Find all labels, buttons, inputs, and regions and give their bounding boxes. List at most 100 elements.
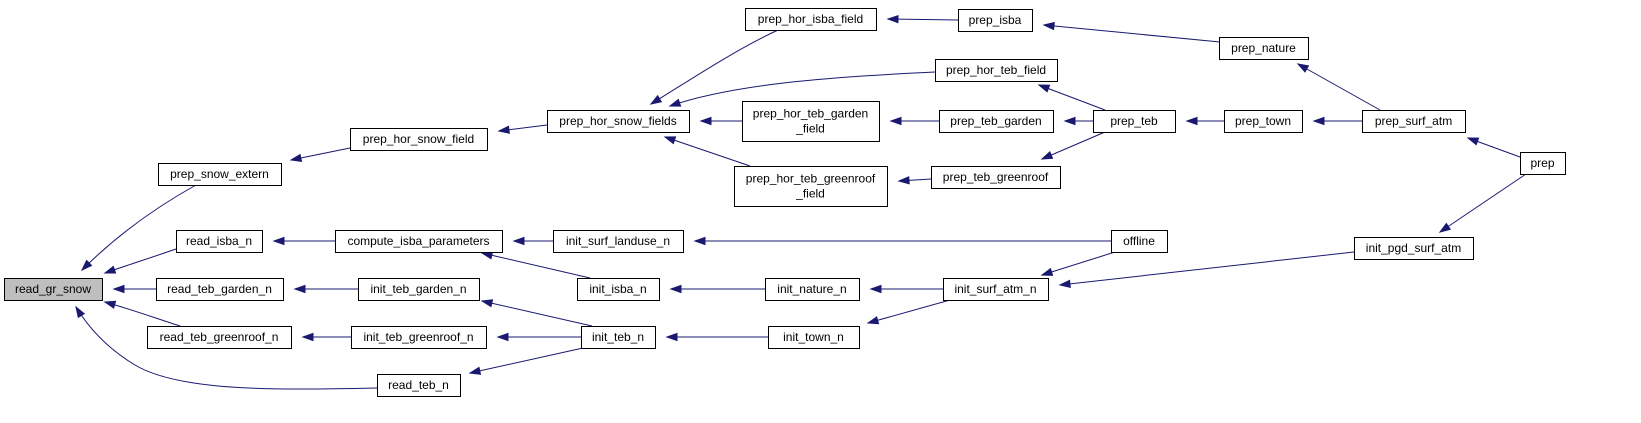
edge-line	[664, 136, 751, 167]
node-box[interactable]	[742, 101, 880, 142]
node-init_nature_n[interactable]: init_nature_n	[765, 278, 860, 301]
node-init_teb_garden_n[interactable]: init_teb_garden_n	[358, 278, 480, 301]
node-prep_hor_snow_fields[interactable]: prep_hor_snow_fields	[547, 110, 690, 133]
node-box[interactable]	[156, 278, 284, 301]
edge-offline-to-init_surf_landuse_n	[693, 236, 1111, 246]
node-prep_hor_isba_field[interactable]: prep_hor_isba_field	[745, 8, 877, 31]
node-prep_hor_snow_field[interactable]: prep_hor_snow_field	[350, 128, 488, 151]
node-label: init_pgd_surf_atm	[1366, 241, 1461, 255]
node-label: init_isba_n	[589, 282, 646, 296]
node-label: prep_teb_garden	[950, 114, 1041, 128]
node-prep_surf_atm[interactable]: prep_surf_atm	[1362, 110, 1466, 133]
edge-line	[75, 306, 378, 390]
edge-prep_snow_extern-to-read_gr_snow	[80, 184, 197, 272]
node-prep_town[interactable]: prep_town	[1224, 110, 1303, 133]
node-box[interactable]	[734, 166, 888, 207]
node-box[interactable]	[547, 110, 690, 133]
node-box[interactable]	[935, 59, 1058, 82]
node-box[interactable]	[1111, 230, 1168, 253]
edge-prep_hor_snow_fields-to-prep_hor_snow_field	[497, 124, 548, 134]
node-init_town_n[interactable]: init_town_n	[768, 326, 860, 349]
node-box[interactable]	[577, 278, 660, 301]
node-box[interactable]	[1362, 110, 1466, 133]
edge-prep-to-init_pgd_surf_atm	[1438, 173, 1527, 233]
node-offline[interactable]: offline	[1111, 230, 1168, 253]
node-read_gr_snow[interactable]: read_gr_snow	[4, 278, 103, 301]
node-box[interactable]	[358, 278, 480, 301]
edge-line	[1043, 24, 1221, 43]
edge-prep_hor_snow_field-to-prep_snow_extern	[289, 147, 351, 163]
edge-prep_hor_teb_garden_field-to-prep_hor_snow_fields	[699, 116, 742, 126]
node-box[interactable]	[1224, 110, 1303, 133]
arrowhead	[80, 259, 93, 272]
node-compute_isba_parameters[interactable]: compute_isba_parameters	[335, 230, 503, 253]
node-box[interactable]	[1093, 110, 1176, 133]
node-box[interactable]	[931, 166, 1061, 189]
node-box[interactable]	[335, 230, 503, 253]
arrowhead	[1037, 84, 1051, 93]
edge-line	[1297, 63, 1381, 111]
node-prep_hor_teb_greenroof_field[interactable]: prep_hor_teb_greenroof_field	[734, 166, 888, 207]
node-box[interactable]	[350, 128, 488, 151]
node-init_surf_landuse_n[interactable]: init_surf_landuse_n	[553, 230, 684, 253]
node-label: prep_isba	[969, 13, 1022, 27]
node-box[interactable]	[1219, 37, 1309, 60]
node-box[interactable]	[765, 278, 860, 301]
node-prep_teb_garden[interactable]: prep_teb_garden	[939, 110, 1054, 133]
node-prep_hor_teb_field[interactable]: prep_hor_teb_field	[935, 59, 1058, 82]
edge-init_surf_landuse_n-to-compute_isba_parameters	[512, 236, 553, 246]
edge-prep_teb-to-prep_teb_greenroof	[1040, 131, 1106, 160]
node-box[interactable]	[176, 230, 263, 253]
edge-prep_isba-to-prep_hor_isba_field	[886, 14, 959, 24]
node-prep_nature[interactable]: prep_nature	[1219, 37, 1309, 60]
node-init_teb_n[interactable]: init_teb_n	[581, 326, 656, 349]
node-prep_teb_greenroof[interactable]: prep_teb_greenroof	[931, 166, 1061, 189]
node-label: read_teb_garden_n	[167, 282, 272, 296]
node-label: prep_teb_greenroof	[943, 170, 1049, 184]
node-read_isba_n[interactable]: read_isba_n	[176, 230, 263, 253]
arrowhead	[112, 284, 125, 294]
node-box[interactable]	[581, 326, 656, 349]
edge-line	[104, 301, 181, 327]
node-box[interactable]	[958, 9, 1033, 32]
node-box[interactable]	[147, 326, 292, 349]
edge-init_surf_atm_n-to-init_town_n	[866, 299, 951, 325]
node-init_teb_greenroof_n[interactable]: init_teb_greenroof_n	[351, 326, 487, 349]
arrowhead	[693, 236, 706, 246]
node-box[interactable]	[768, 326, 860, 349]
node-label: prep_snow_extern	[170, 167, 269, 181]
edge-line	[1059, 251, 1355, 286]
node-prep_snow_extern[interactable]: prep_snow_extern	[158, 163, 282, 186]
node-box[interactable]	[745, 8, 877, 31]
node-label: _field	[795, 187, 825, 201]
edge-prep_hor_teb_field-to-prep_hor_snow_fields	[668, 71, 936, 107]
edge-line	[104, 248, 177, 274]
node-prep_hor_teb_garden_field[interactable]: prep_hor_teb_garden_field	[742, 101, 880, 142]
node-init_isba_n[interactable]: init_isba_n	[577, 278, 660, 301]
node-prep_teb[interactable]: prep_teb	[1093, 110, 1176, 133]
node-label: read_teb_greenroof_n	[160, 330, 279, 344]
arrowhead	[663, 136, 677, 145]
node-prep_isba[interactable]: prep_isba	[958, 9, 1033, 32]
node-prep[interactable]: prep	[1520, 152, 1566, 175]
node-box[interactable]	[553, 230, 684, 253]
node-box[interactable]	[377, 374, 461, 397]
node-read_teb_garden_n[interactable]: read_teb_garden_n	[156, 278, 284, 301]
node-box[interactable]	[1354, 237, 1474, 260]
node-box[interactable]	[158, 163, 282, 186]
edge-line	[469, 347, 584, 374]
edge-line	[1041, 131, 1106, 160]
node-init_surf_atm_n[interactable]: init_surf_atm_n	[943, 278, 1049, 301]
node-read_teb_n[interactable]: read_teb_n	[377, 374, 461, 397]
node-box[interactable]	[351, 326, 487, 349]
node-box[interactable]	[1520, 152, 1566, 175]
node-label: read_gr_snow	[15, 282, 91, 296]
node-box[interactable]	[939, 110, 1054, 133]
node-box[interactable]	[943, 278, 1049, 301]
node-init_pgd_surf_atm[interactable]: init_pgd_surf_atm	[1354, 237, 1474, 260]
node-read_teb_greenroof_n[interactable]: read_teb_greenroof_n	[147, 326, 292, 349]
edge-prep_hor_teb_greenroof_field-to-prep_hor_snow_fields	[663, 136, 751, 167]
edge-init_nature_n-to-init_isba_n	[669, 284, 765, 294]
node-box[interactable]	[4, 278, 103, 301]
